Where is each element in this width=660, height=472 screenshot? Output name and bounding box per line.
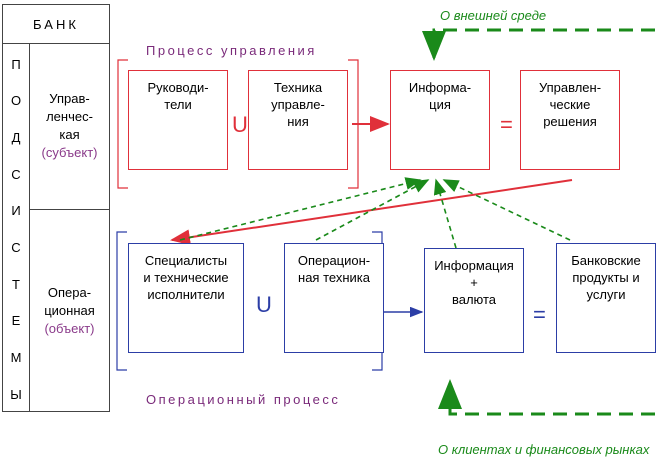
- box-management-technique: Техника управле- ния: [248, 70, 348, 170]
- feedback-specialists: [179, 177, 422, 241]
- box-information: Информа- ция: [390, 70, 490, 170]
- vertical-letter: И: [11, 203, 21, 218]
- object-line: ционная: [44, 302, 95, 318]
- vertical-letter: Ы: [10, 387, 22, 402]
- top-process-title: Процесс управления: [146, 43, 317, 58]
- box-text: Операцион-: [297, 253, 371, 268]
- vertical-letter: О: [10, 93, 22, 108]
- object-line: Опера-: [47, 284, 92, 300]
- box-text: услуги: [586, 287, 626, 302]
- subject-line: ленчес-: [46, 109, 93, 124]
- box-text: ция: [429, 97, 451, 112]
- subject-line: Управ-: [49, 91, 90, 106]
- bottom-process-title: Операционный процесс: [146, 392, 341, 407]
- box-management-decisions: Управлен- ческие решения: [520, 70, 620, 170]
- box-specialists: Специалисты и технические исполнители: [128, 243, 244, 353]
- bottom-bracket-left: [116, 231, 127, 371]
- subject-line: кая: [59, 127, 80, 142]
- box-text: решения: [543, 114, 597, 129]
- vertical-letter: С: [11, 240, 21, 255]
- box-text: и технические: [143, 270, 229, 285]
- bank-title: БАНК: [3, 5, 109, 44]
- box-text: Информация: [434, 258, 514, 273]
- external-env-arrow-bottom: [438, 379, 655, 416]
- box-text: исполнители: [147, 287, 225, 302]
- box-text: Специалисты: [144, 253, 228, 268]
- box-text: валюта: [451, 292, 497, 307]
- box-managers: Руководи- тели: [128, 70, 228, 170]
- box-text: Банковские: [571, 253, 641, 268]
- box-operational-technique: Операцион- ная техника: [284, 243, 384, 353]
- vertical-word: П О Д С И С Т Е М Ы: [3, 43, 30, 411]
- box-text: ния: [287, 114, 309, 129]
- box-text: управле-: [271, 97, 325, 112]
- union-symbol-bottom: U: [256, 292, 272, 317]
- box-text: тели: [164, 97, 192, 112]
- box-text: Техника: [273, 80, 323, 95]
- box-text: Информа-: [408, 80, 472, 95]
- external-env-label-bottom: О клиентах и финансовых рынках: [438, 442, 650, 457]
- subject-role: (субъект): [41, 145, 98, 160]
- equals-symbol-bottom: =: [533, 302, 546, 327]
- box-text: Управлен-: [538, 80, 602, 95]
- vertical-letter: Е: [11, 313, 21, 328]
- box-text: ная техника: [298, 270, 370, 285]
- box-text: ческие: [549, 97, 591, 112]
- subject-cell: Управ- ленчес- кая (субъект): [30, 43, 109, 210]
- bank-table: БАНК П О Д С И С Т Е М Ы Управ- ленчес- …: [2, 4, 110, 412]
- vertical-letter: Т: [12, 277, 20, 292]
- top-bracket-left: [117, 59, 128, 189]
- object-cell: Опера- ционная (объект): [30, 210, 109, 411]
- feedback-infocurrency: [433, 178, 457, 249]
- feedback-optech: [315, 179, 430, 241]
- box-text: +: [470, 275, 478, 290]
- vertical-letter: П: [11, 57, 21, 72]
- vertical-letter: Д: [11, 130, 21, 145]
- vertical-letter: С: [11, 167, 21, 182]
- box-bank-products: Банковские продукты и услуги: [556, 243, 656, 353]
- box-information-currency: Информация + валюта: [424, 248, 524, 353]
- box-text: Руководи-: [147, 80, 209, 95]
- external-env-label-top: О внешней среде: [440, 8, 547, 23]
- equals-symbol-top: =: [500, 112, 513, 137]
- union-symbol-top: U: [232, 112, 248, 137]
- external-env-arrow-top: [422, 28, 655, 61]
- object-role: (объект): [44, 320, 95, 336]
- vertical-letter: М: [10, 350, 22, 365]
- box-text: продукты и: [572, 270, 640, 285]
